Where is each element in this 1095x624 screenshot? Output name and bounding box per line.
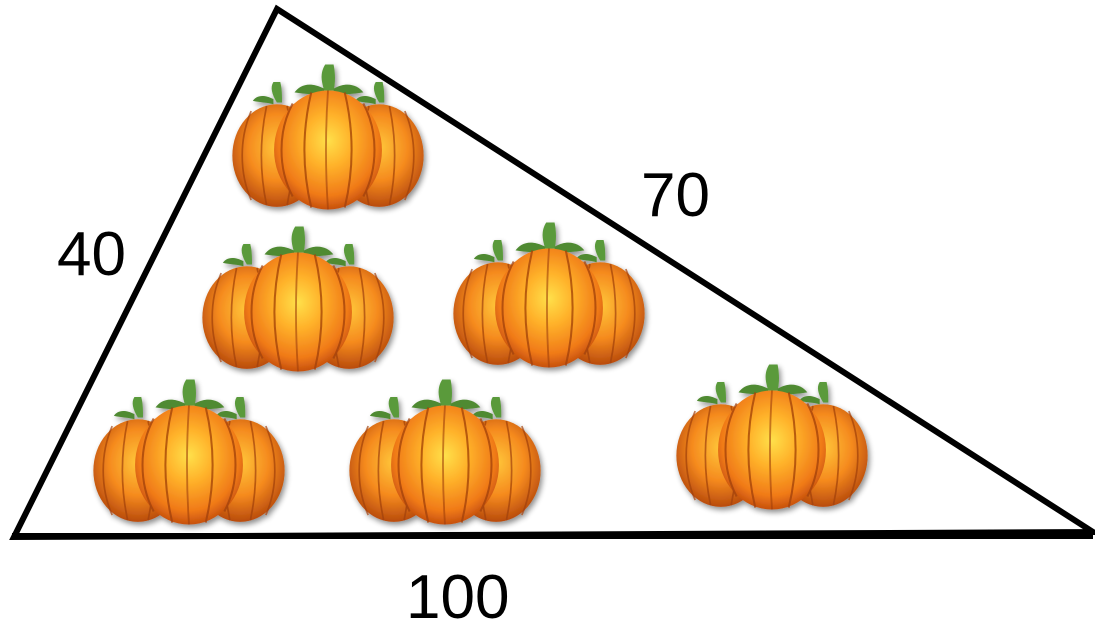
pumpkin-cluster-4 (93, 379, 284, 524)
pumpkin-cluster-6 (676, 364, 867, 509)
side-label-left: 40 (57, 220, 126, 289)
side-label-bottom: 100 (406, 563, 509, 624)
side-label-top-right: 70 (641, 161, 710, 230)
pumpkin-cluster-2 (202, 226, 393, 371)
pumpkin-cluster-3 (453, 222, 644, 367)
pumpkin-cluster-5 (349, 379, 540, 524)
